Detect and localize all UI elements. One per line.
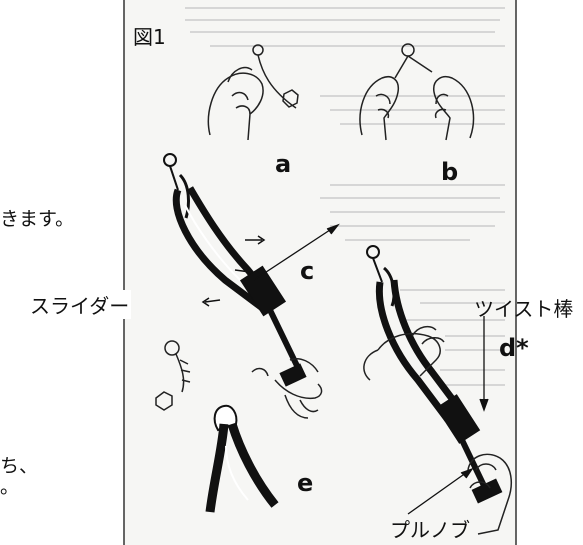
callout-pull-knob: プルノブ	[388, 514, 472, 543]
callout-slider: スライダー	[28, 290, 131, 319]
callout-twist-rod: ツイスト棒	[472, 293, 575, 322]
panel-label-d: d*	[499, 334, 529, 362]
panel-label-e: e	[297, 469, 313, 497]
figure-title: 図1	[131, 21, 168, 50]
panel-label-a: a	[275, 150, 291, 178]
panel-label-b: b	[441, 158, 458, 186]
panel-label-c: c	[300, 257, 314, 285]
